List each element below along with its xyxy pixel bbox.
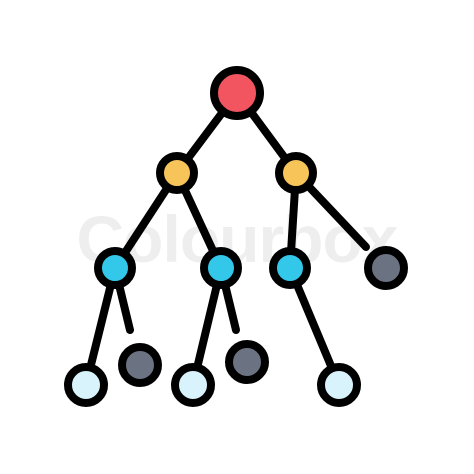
dark-leaf-node-2 <box>225 340 269 384</box>
root-node <box>210 66 264 120</box>
tree-nodes <box>64 66 408 407</box>
dark-node-right <box>364 246 408 290</box>
leaf-node-3 <box>317 363 361 407</box>
level-2-node-left <box>156 152 198 194</box>
leaf-node-1 <box>64 363 108 407</box>
level-2-node-right <box>275 152 317 194</box>
level-3-node-2 <box>200 247 242 289</box>
level-3-node-3 <box>269 247 311 289</box>
leaf-node-2 <box>171 363 215 407</box>
dark-leaf-node-1 <box>118 343 162 387</box>
level-3-node-1 <box>94 247 136 289</box>
